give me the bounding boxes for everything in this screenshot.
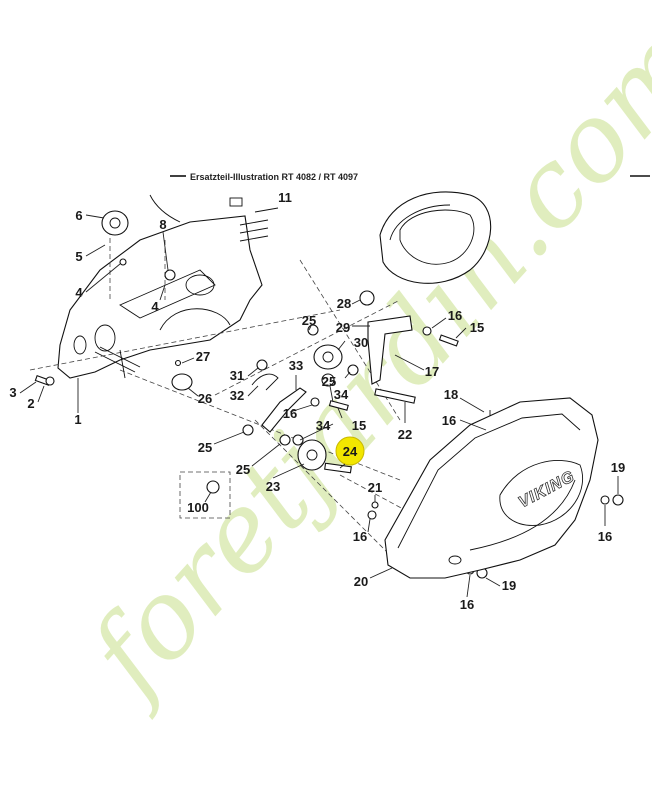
callout-30: 30 — [354, 335, 368, 350]
callout-25: 25 — [322, 374, 336, 389]
callout-27: 27 — [196, 349, 210, 364]
callout-22: 22 — [398, 427, 412, 442]
callout-25: 25 — [302, 313, 316, 328]
belt-cover: VIKING — [384, 397, 599, 579]
callout-28: 28 — [337, 296, 351, 311]
callout-19: 19 — [502, 578, 516, 593]
callout-16: 16 — [283, 406, 297, 421]
callout-25: 25 — [236, 462, 250, 477]
callout-4: 4 — [75, 285, 83, 300]
left-plate — [57, 194, 279, 379]
callout-15: 15 — [470, 320, 484, 335]
callouts: 6 5 4 8 4 11 3 2 1 27 26 31 32 33 25 25 … — [9, 190, 625, 612]
callout-16: 16 — [598, 529, 612, 544]
callout-24: 24 — [343, 444, 358, 459]
watermark: foretjardin.com — [62, 3, 652, 723]
callout-23: 23 — [266, 479, 280, 494]
callout-6: 6 — [75, 208, 82, 223]
callout-8: 8 — [159, 217, 166, 232]
header: Ersatzteil-Illustration RT 4082 / RT 409… — [170, 172, 650, 182]
callout-16: 16 — [448, 308, 462, 323]
callout-20: 20 — [354, 574, 368, 589]
callout-5: 5 — [75, 249, 82, 264]
callout-25: 25 — [198, 440, 212, 455]
callout-31: 31 — [230, 368, 244, 383]
callout-18: 18 — [444, 387, 458, 402]
callout-1: 1 — [74, 412, 81, 427]
callout-2: 2 — [27, 396, 34, 411]
leader-lines — [19, 214, 619, 598]
callout-33: 33 — [289, 358, 303, 373]
callout-17: 17 — [425, 364, 439, 379]
callout-15: 15 — [352, 418, 366, 433]
callout-19: 19 — [611, 460, 625, 475]
callout-29: 29 — [336, 320, 350, 335]
header-text: Ersatzteil-Illustration RT 4082 / RT 409… — [190, 172, 358, 182]
callout-3: 3 — [9, 385, 16, 400]
callout-21: 21 — [368, 480, 382, 495]
callout-16: 16 — [442, 413, 456, 428]
svg-text:foretjardin.com: foretjardin.com — [62, 3, 652, 723]
wheel — [379, 191, 492, 284]
callout-26: 26 — [198, 391, 212, 406]
callout-32: 32 — [230, 388, 244, 403]
highlight-24[interactable]: 24 — [335, 436, 365, 469]
callout-34: 34 — [334, 387, 349, 402]
callout-4: 4 — [151, 299, 159, 314]
callout-34: 34 — [316, 418, 331, 433]
callout-11: 11 — [278, 190, 292, 205]
hardware — [34, 210, 624, 579]
callout-16: 16 — [460, 597, 474, 612]
callout-100: 100 — [187, 500, 209, 515]
watermark-text: foretjardin.com — [62, 3, 652, 723]
callout-16: 16 — [353, 529, 367, 544]
